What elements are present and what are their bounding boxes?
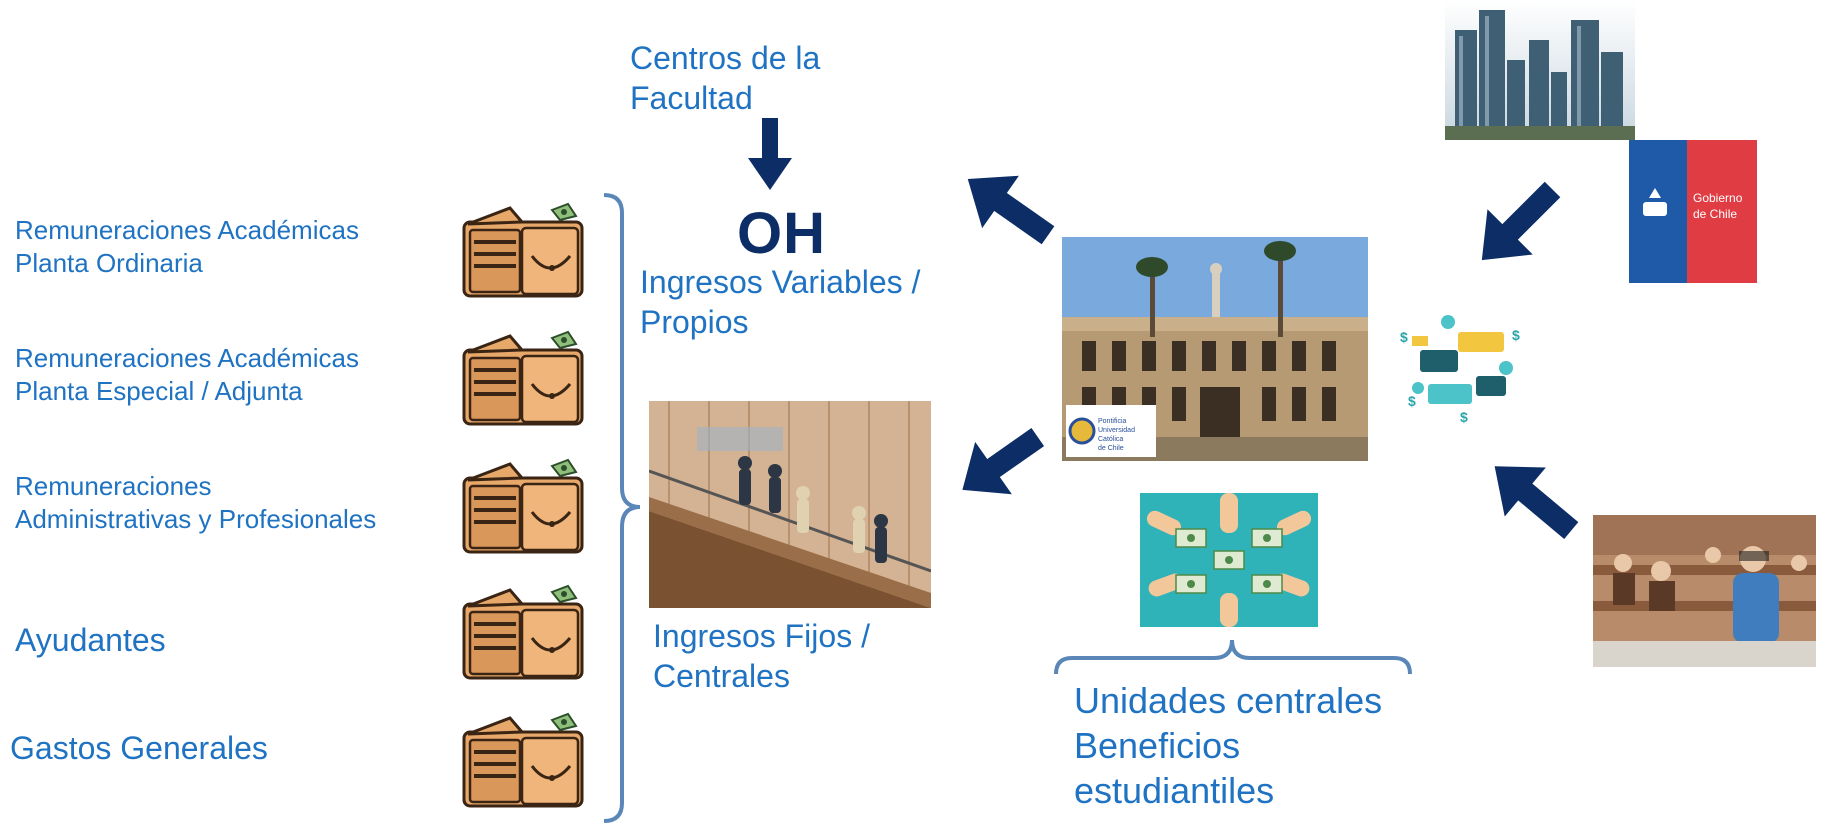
hands-money-icon — [1140, 493, 1318, 627]
svg-text:$: $ — [1460, 409, 1468, 425]
wallet-icon — [460, 710, 586, 810]
wallet-icon — [460, 200, 586, 300]
wallet-icon — [460, 456, 586, 556]
faculty-centers-line1: Centros de la — [630, 40, 821, 76]
central-units-line3: estudiantiles — [1074, 770, 1275, 811]
variable-income-line1: Ingresos Variables / — [640, 264, 921, 300]
university-logo-line2: Universidad — [1098, 427, 1135, 434]
fixed-income-label: Ingresos Fijos / Centrales — [653, 616, 870, 696]
wallet-icon — [460, 582, 586, 682]
expense-item-4: Ayudantes — [15, 620, 166, 660]
skyline-photo — [1445, 0, 1635, 140]
expense-item-3-line1: Remuneraciones — [15, 471, 212, 501]
central-units-line1: Unidades centrales — [1074, 680, 1383, 721]
university-logo-line4: de Chile — [1098, 445, 1124, 452]
expense-item-3: Remuneraciones Administrativas y Profesi… — [15, 470, 376, 535]
expense-item-5-line1: Gastos Generales — [10, 730, 268, 766]
expense-item-1-line1: Remuneraciones Académicas — [15, 215, 359, 245]
government-logo-line2: de Chile — [1693, 207, 1737, 221]
expense-item-5: Gastos Generales — [10, 728, 268, 768]
university-logo-line3: Católica — [1098, 436, 1123, 443]
fixed-income-line2: Centrales — [653, 658, 790, 694]
svg-text:$: $ — [1408, 393, 1416, 409]
government-logo-line1: Gobierno — [1693, 191, 1743, 205]
wallet-icon — [460, 328, 586, 428]
oh-label: OH — [737, 201, 826, 266]
expense-item-4-line1: Ayudantes — [15, 622, 166, 658]
expense-item-1-line2: Planta Ordinaria — [15, 247, 203, 278]
expense-item-1: Remuneraciones Académicas Planta Ordinar… — [15, 214, 359, 279]
arrow-left-up-icon — [952, 160, 1072, 260]
payments-icon: $ $ $ $ — [1394, 306, 1534, 428]
faculty-centers-label: Centros de la Facultad — [630, 38, 820, 118]
bracket-icon — [600, 193, 644, 825]
variable-income-line2: Propios — [640, 304, 749, 340]
variable-income-label: Ingresos Variables / Propios — [640, 262, 920, 342]
government-logo: Gobierno de Chile — [1629, 140, 1757, 283]
arrow-up-left-icon — [1476, 446, 1596, 556]
expense-item-2: Remuneraciones Académicas Planta Especia… — [15, 342, 359, 407]
arrow-down-left-icon — [1462, 164, 1578, 280]
svg-text:$: $ — [1400, 329, 1408, 345]
expense-item-2-line1: Remuneraciones Académicas — [15, 343, 359, 373]
central-units-label: Unidades centrales Beneficios estudianti… — [1074, 678, 1382, 813]
arrow-left-down-icon — [950, 410, 1060, 510]
expense-item-2-line2: Planta Especial / Adjunta — [15, 375, 303, 406]
svg-text:$: $ — [1512, 327, 1520, 343]
bracket-icon — [1054, 636, 1412, 676]
university-logo-line1: Pontificia — [1098, 418, 1127, 425]
central-units-line2: Beneficios — [1074, 725, 1241, 766]
faculty-centers-line2: Facultad — [630, 80, 753, 116]
fixed-income-line1: Ingresos Fijos / — [653, 618, 870, 654]
down-arrow-icon — [748, 118, 792, 190]
staircase-photo — [649, 401, 931, 608]
students-photo — [1593, 515, 1816, 667]
university-building-photo: Pontificia Universidad Católica de Chile — [1062, 237, 1368, 461]
expense-item-3-line2: Administrativas y Profesionales — [15, 503, 377, 534]
